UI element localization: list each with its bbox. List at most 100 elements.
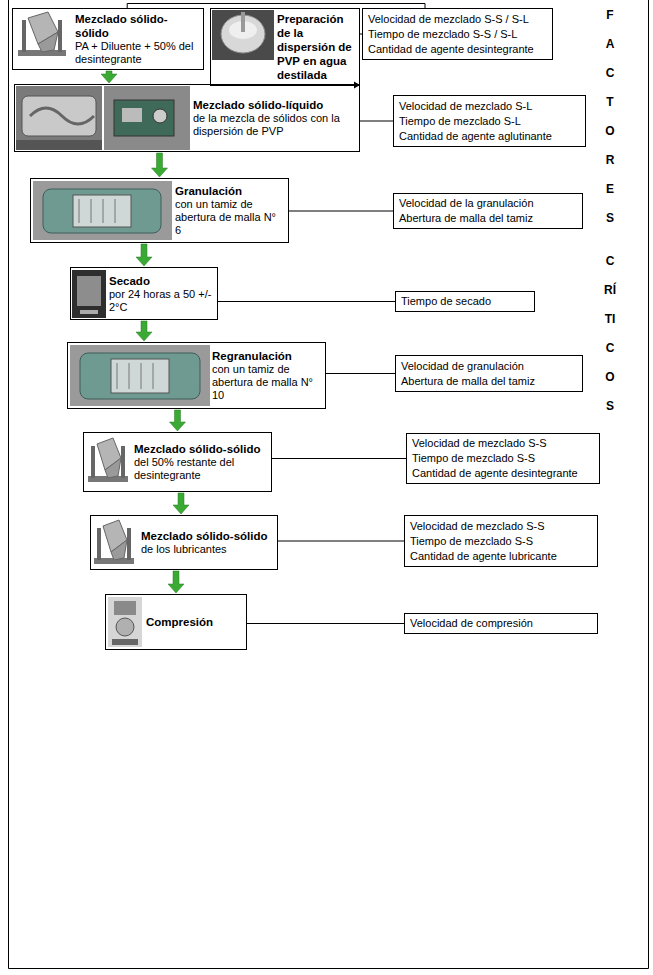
dispersion-photo [212, 10, 274, 60]
connector [289, 211, 393, 212]
granulator-photo [70, 345, 210, 406]
press-photo-part [112, 639, 138, 645]
factor-text: Tiempo de mezclado S-L [399, 114, 580, 129]
process-box: Secadopor 24 horas a 50 +/- 2°C [70, 267, 218, 320]
step-detail: por 24 horas a 50 +/- 2°C [109, 288, 213, 314]
mixer-icon [94, 520, 134, 564]
vertical-label: FACTORES [604, 1, 616, 233]
connector [278, 541, 404, 542]
granulator-photo-part [153, 363, 154, 389]
process-box: Compresión [105, 594, 247, 650]
connector-line [247, 623, 404, 624]
oven-photo-part [77, 276, 101, 306]
mixer-photo-part [30, 108, 94, 124]
step-title: Secado [109, 274, 213, 288]
step-detail: del 50% restante del desintegrante [134, 456, 267, 482]
mixer-icon [88, 438, 128, 482]
factor-text: Tiempo de mezclado S-S [410, 534, 592, 549]
granulator-photo-part [73, 195, 131, 227]
granulator-photo-part [80, 353, 200, 399]
mixer-icon [18, 12, 66, 56]
flow-arrow [152, 153, 168, 177]
step-title: Compresión [146, 615, 242, 629]
connector [152, 153, 168, 177]
factor-text: Velocidad de la granulación [399, 196, 577, 211]
mixer-icon-part [58, 20, 62, 52]
factor-text: Tiempo de mezclado S-S / S-L [368, 27, 547, 42]
factor-box: Tiempo de secado [395, 291, 535, 312]
factor-text: Velocidad de mezclado S-S / S-L [368, 12, 547, 27]
factor-text: Abertura de malla del tamiz [399, 211, 577, 226]
connector [326, 373, 395, 374]
mixer-icon-part [38, 32, 58, 52]
granulator-photo-part [103, 199, 104, 223]
mixer-photo-part [16, 86, 102, 150]
connector-line [326, 373, 395, 374]
flow-arrow [101, 71, 117, 83]
step-detail: PA + Diluente + 50% del desintegrante [75, 40, 199, 66]
connector-line [272, 458, 406, 459]
step-title: Preparación de la dispersión de PVP en a… [277, 12, 355, 82]
factor-box: Velocidad de mezclado S-LTiempo de mezcl… [393, 95, 586, 147]
step-title: Mezclado sólido-sólido [141, 529, 273, 543]
mixer-icon-part [91, 446, 95, 478]
factor-box: Velocidad de mezclado S-S / S-LTiempo de… [362, 8, 553, 60]
factor-text: Velocidad de mezclado S-S [410, 519, 592, 534]
factor-text: Velocidad de mezclado S-S [412, 436, 594, 451]
connector-line [278, 541, 404, 542]
flow-arrow [170, 410, 186, 431]
connector [218, 301, 395, 302]
mixer-icon-part [111, 540, 127, 560]
granulator-photo-part [43, 189, 161, 233]
mixer-icon-part [121, 446, 125, 478]
oven-photo-part [72, 270, 106, 318]
connector [173, 493, 189, 514]
press-photo-part [114, 601, 136, 615]
factor-text: Tiempo de mezclado S-S [412, 451, 594, 466]
connector [360, 121, 393, 122]
mixer-icon-part [22, 20, 26, 52]
step-title: Regranulación [212, 349, 321, 363]
flow-arrow [136, 321, 152, 341]
connector-line [218, 301, 395, 302]
process-box: Granulacióncon un tamiz de abertura de m… [30, 178, 289, 243]
factor-text: Tiempo de secado [401, 294, 529, 309]
factor-box: Velocidad de granulaciónAbertura de mall… [395, 355, 583, 392]
process-box: Regranulacióncon un tamiz de abertura de… [67, 342, 326, 409]
step-detail: con un tamiz de abertura de malla N° 6 [175, 198, 284, 237]
connector [101, 71, 117, 83]
factor-text: Cantidad de agente lubricante [410, 549, 592, 564]
process-box: Mezclado sólido-sólidodel 50% restante d… [83, 432, 272, 492]
granulator-photo-part [117, 363, 118, 389]
granulator-photo-part [33, 181, 172, 240]
dispersion-photo-part [241, 12, 245, 32]
connector [136, 244, 152, 266]
process-box: Preparación de la dispersión de PVP en a… [210, 8, 360, 86]
oven-photo [72, 270, 106, 318]
mixer-photo [104, 86, 190, 150]
dispersion-photo-part [212, 10, 274, 60]
connector [168, 571, 184, 593]
mixer-icon-part [105, 458, 121, 478]
granulator-photo-part [79, 199, 80, 223]
step-title: Mezclado sólido-sólido [134, 442, 267, 456]
granulator-photo-part [129, 363, 130, 389]
granulator-photo [33, 181, 172, 240]
mixer-icon-part [127, 528, 131, 560]
mixer-photo-part [122, 108, 142, 122]
mixer-photo-part [104, 86, 190, 150]
mixer-photo-part [153, 109, 167, 123]
step-detail: de la mezcla de sólidos con la dispersió… [193, 112, 355, 138]
step-title: Mezclado sólido-líquido [193, 98, 355, 112]
mixer-photo-part [114, 100, 174, 136]
oven-photo-part [80, 310, 98, 314]
press-photo-part [108, 597, 142, 647]
step-title: Mezclado sólido-sólido [75, 12, 199, 40]
factor-box: Velocidad de la granulaciónAbertura de m… [393, 193, 583, 229]
vertical-label: CRÍTICOS [604, 247, 616, 421]
step-title: Granulación [175, 184, 284, 198]
factor-text: Cantidad de agente desintegrante [368, 42, 547, 57]
press-photo-part [116, 618, 134, 636]
granulator-photo-part [70, 345, 210, 406]
